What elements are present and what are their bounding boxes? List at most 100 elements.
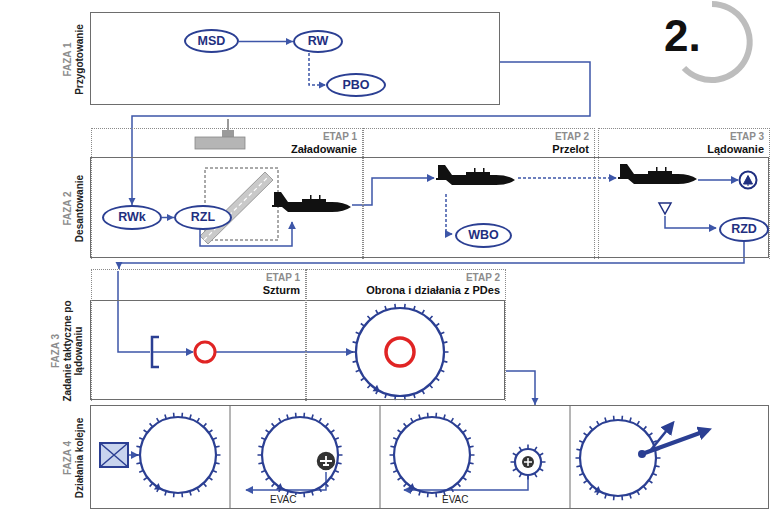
phase-heading: FAZA 2Desantowanie <box>62 148 85 269</box>
ellipse-node: RW <box>293 30 343 53</box>
perimeter-ring <box>515 449 541 475</box>
flow-lines <box>200 178 738 246</box>
stage-box: ETAP 2Obrona i działania z PDes <box>306 269 506 401</box>
ellipse-node: RWk <box>102 205 162 230</box>
phase-heading: FAZA 1Przygotowanie <box>62 3 85 116</box>
phase-name: Desantowanie <box>74 148 86 269</box>
stage-name: Przelot <box>552 143 589 156</box>
phase-heading: FAZA 3Zadanie taktyczne po lądowaniu <box>50 291 85 411</box>
figure-number: 2. <box>664 14 701 58</box>
ring-ticks <box>258 413 343 498</box>
unit-cross <box>100 443 128 467</box>
stage-heading: ETAP 3Lądowanie <box>707 131 764 155</box>
node-code: RZD <box>731 223 757 236</box>
aircraft-glyph <box>320 456 332 466</box>
node-code: PBO <box>342 79 369 92</box>
objective-circle <box>195 342 215 362</box>
airfield-symbol <box>316 451 336 471</box>
dashed-arrow <box>518 177 616 179</box>
phase-band: FAZA 3Zadanie taktyczne po lądowaniuETAP… <box>90 300 505 400</box>
perimeter-ring <box>580 420 656 496</box>
arrow-head <box>532 398 539 405</box>
assault-arrow <box>153 351 193 353</box>
parachute-symbol <box>659 203 671 214</box>
stage-heading: ETAP 1Szturm <box>263 272 300 296</box>
flow-label: EVAC <box>440 495 471 505</box>
ring-ticks <box>511 445 546 480</box>
connector <box>116 242 745 269</box>
landing-glyph <box>744 176 753 187</box>
stage-number: ETAP 1 <box>263 272 300 284</box>
perimeter-rings <box>136 304 661 501</box>
connector <box>309 53 326 89</box>
stage-number: ETAP 2 <box>366 272 500 284</box>
divider <box>570 405 571 509</box>
arrow-head <box>286 38 293 45</box>
stage-name: Załadowanie <box>291 143 357 156</box>
ring-arrow <box>154 483 161 490</box>
stage-box: ETAP 3LądowanieRZD <box>598 128 770 259</box>
connector <box>506 371 539 405</box>
stage-box: ETAP 2PrzelotWBO <box>363 128 595 259</box>
aircraft <box>272 192 351 212</box>
objective-circle <box>386 338 414 366</box>
stage-name: Szturm <box>263 284 300 297</box>
evac-arrow <box>404 476 528 490</box>
phase-band: FAZA 4Działania kolejne <box>90 405 769 509</box>
stage-number: ETAP 1 <box>291 131 357 143</box>
divider <box>380 405 381 509</box>
stage-number: ETAP 2 <box>552 131 589 143</box>
node-code: RWk <box>118 211 146 224</box>
ring-arrow <box>408 483 415 490</box>
arrow-head <box>129 198 136 205</box>
assault-lines <box>118 271 353 367</box>
stage-name: Obrona i działania z PDes <box>366 284 500 297</box>
ring-arrow <box>276 483 283 490</box>
stage-heading: ETAP 2Przelot <box>552 131 589 155</box>
phase-name: Zadanie taktyczne po lądowaniu <box>62 291 85 411</box>
flight-arrow <box>352 178 434 205</box>
ring-ticks <box>352 304 449 400</box>
ring-arrow <box>594 486 601 493</box>
landing-arrow <box>698 179 738 181</box>
divider <box>230 405 231 509</box>
ellipse-node: WBO <box>455 223 512 248</box>
connector-line <box>132 62 590 205</box>
control-tower <box>222 130 234 137</box>
connector <box>239 38 293 45</box>
node-code: WBO <box>468 229 499 242</box>
stage-box: ETAP 1ZaładowanieRWk RZL <box>91 128 363 259</box>
stage-heading: ETAP 2Obrona i działania z PDes <box>366 272 500 296</box>
node-code: MSD <box>198 35 226 48</box>
stage-box: ETAP 1Szturm <box>91 269 306 401</box>
connector <box>162 214 174 221</box>
connector-line <box>309 53 326 85</box>
arrow-head <box>116 262 123 269</box>
arrow-head <box>319 82 326 89</box>
arrow-head <box>167 214 174 221</box>
phase-number: FAZA 2 <box>62 148 74 269</box>
phase-band: FAZA 1PrzygotowanieMSDRWPBO <box>90 12 500 105</box>
connector-line <box>506 371 535 405</box>
ellipse-node: PBO <box>326 73 386 97</box>
perimeter-ring <box>356 308 444 396</box>
panel-dividers <box>230 405 570 509</box>
phase-number: FAZA 4 <box>62 396 74 512</box>
connector-line <box>119 242 744 269</box>
phase-band: FAZA 2DesantowanieETAP 1ZaładowanieRWkRZ… <box>90 157 769 258</box>
phase-number: FAZA 3 <box>50 291 62 411</box>
ring-ticks <box>136 413 221 498</box>
phase-name: Przygotowanie <box>74 3 86 116</box>
drop-arrow <box>665 216 716 228</box>
ellipse-node: MSD <box>184 29 239 53</box>
node-code: RZL <box>191 211 215 224</box>
phase-name: Działania kolejne <box>74 396 86 512</box>
phase-number: FAZA 1 <box>62 3 74 116</box>
ring-ticks <box>390 413 475 498</box>
stage-heading: ETAP 1Załadowanie <box>291 131 357 155</box>
phase-heading: FAZA 4Działania kolejne <box>62 396 85 512</box>
